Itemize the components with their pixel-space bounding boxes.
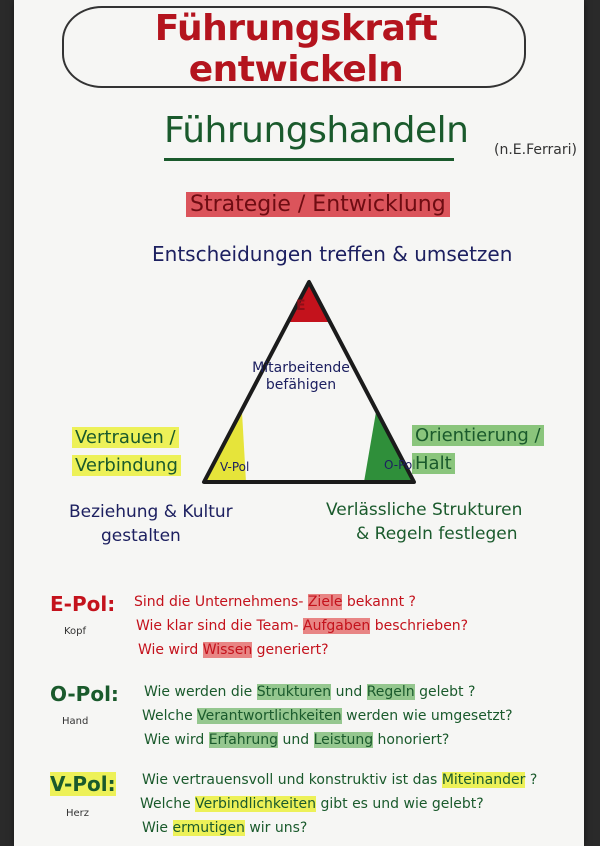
o-pol-question-3: Wie wird Erfahrung und Leistung honorier… <box>144 730 449 751</box>
o-q3-part-a: Wie wird <box>144 732 205 748</box>
v-pol-question-1: Wie vertrauensvoll und konstruktiv ist d… <box>142 770 537 791</box>
leadership-triangle <box>202 280 416 484</box>
v-pol-label: V-Pol: <box>50 772 116 796</box>
v-pol-label-text: V-Pol: <box>50 772 116 796</box>
v-pol-question-2: Welche Verbindlichkeiten gibt es und wie… <box>140 794 484 815</box>
e-pol-question-2: Wie klar sind die Team- Aufgaben beschri… <box>136 616 468 637</box>
o-q2-part-c: werden wie umgesetzt? <box>346 708 513 724</box>
v-pol-tag: Herz <box>66 808 90 819</box>
title-frame <box>62 6 526 88</box>
e-q1-part-b: Ziele <box>307 594 343 610</box>
v-q1-part-b: Miteinander <box>441 772 526 788</box>
orientation-label-line1: Orientierung / <box>412 425 544 446</box>
o-q1-part-a: Wie werden die <box>144 684 253 700</box>
e-q1-part-c: bekannt ? <box>346 594 416 610</box>
e-q2-part-b: Aufgaben <box>303 618 371 634</box>
v-q3-part-c: wir uns? <box>249 820 308 836</box>
o-q3-part-e: honoriert? <box>377 732 450 748</box>
o-q1-part-d: Regeln <box>366 684 415 700</box>
page-title: Führungskraft entwickeln <box>154 8 438 90</box>
structure-task: Verlässliche Strukturen & Regeln festleg… <box>326 498 522 546</box>
o-q3-part-d: Leistung <box>313 732 374 748</box>
triangle-right-fill <box>364 412 414 482</box>
trust-label: Vertrauen / Verbindung <box>72 424 181 480</box>
subtitle: Führungshandeln <box>164 110 469 151</box>
v-q3-part-b: ermutigen <box>172 820 245 836</box>
flipchart-sheet: Führungskraft entwickeln Führungshandeln… <box>14 0 584 846</box>
credit: (n.E.Ferrari) <box>494 142 577 158</box>
o-q2-part-b: Verantwortlichkeiten <box>197 708 342 724</box>
e-q2-part-a: Wie klar sind die Team- <box>136 618 299 634</box>
o-q1-part-b: Strukturen <box>256 684 332 700</box>
vertex-o-label: O-Pol <box>384 458 416 472</box>
relationship-task: Beziehung & Kultur gestalten <box>69 500 233 548</box>
decide-text: Entscheidungen treffen & umsetzen <box>152 242 513 266</box>
structure-task-line2: & Regeln festlegen <box>356 524 518 544</box>
triangle-top-fill <box>287 282 331 322</box>
e-q1-part-a: Sind die Unternehmens- <box>134 594 304 610</box>
o-pol-label: O-Pol: <box>50 682 119 706</box>
e-q3-part-c: generiert? <box>256 642 329 658</box>
o-pol-question-1: Wie werden die Strukturen und Regeln gel… <box>144 682 475 703</box>
e-pol-question-1: Sind die Unternehmens- Ziele bekannt ? <box>134 592 416 613</box>
orientation-label: Orientierung / Halt <box>412 422 544 478</box>
v-q1-part-a: Wie vertrauensvoll und konstruktiv ist d… <box>142 772 438 788</box>
vertex-v-label: V-Pol <box>220 460 250 474</box>
e-q3-part-a: Wie wird <box>138 642 199 658</box>
o-pol-tag: Hand <box>62 716 89 727</box>
o-q2-part-a: Welche <box>142 708 193 724</box>
relationship-task-line1: Beziehung & Kultur <box>69 502 233 522</box>
vertex-e-label: E <box>296 298 306 314</box>
v-q2-part-a: Welche <box>140 796 191 812</box>
v-pol-question-3: Wie ermutigen wir uns? <box>142 818 307 839</box>
trust-label-line1: Vertrauen / <box>72 427 179 448</box>
subtitle-underline <box>164 158 454 161</box>
e-pol-question-3: Wie wird Wissen generiert? <box>138 640 329 661</box>
e-pol-label: E-Pol: <box>50 592 116 616</box>
o-q3-part-c: und <box>282 732 310 748</box>
strategy-heading: Strategie / Entwicklung <box>186 192 450 217</box>
v-q2-part-b: Verbindlichkeiten <box>195 796 317 812</box>
o-q3-part-b: Erfahrung <box>208 732 279 748</box>
strategy-label: Strategie / Entwicklung <box>186 192 450 217</box>
e-pol-tag: Kopf <box>64 626 87 637</box>
structure-task-line1: Verlässliche Strukturen <box>326 500 523 520</box>
trust-label-line2: Verbindung <box>72 455 181 476</box>
e-q2-part-c: beschrieben? <box>374 618 469 634</box>
v-q2-part-c: gibt es und wie gelebt? <box>320 796 484 812</box>
triangle-center-text: Mitarbeitende befähigen <box>252 360 350 393</box>
e-q3-part-b: Wissen <box>202 642 253 658</box>
o-q1-part-e: gelebt ? <box>419 684 476 700</box>
triangle-outline <box>202 280 416 484</box>
o-q1-part-c: und <box>335 684 363 700</box>
v-q3-part-a: Wie <box>142 820 169 836</box>
orientation-label-line2: Halt <box>412 453 455 474</box>
relationship-task-line2: gestalten <box>101 526 181 546</box>
v-q1-part-c: ? <box>529 772 538 788</box>
o-pol-question-2: Welche Verantwortlichkeiten werden wie u… <box>142 706 513 727</box>
